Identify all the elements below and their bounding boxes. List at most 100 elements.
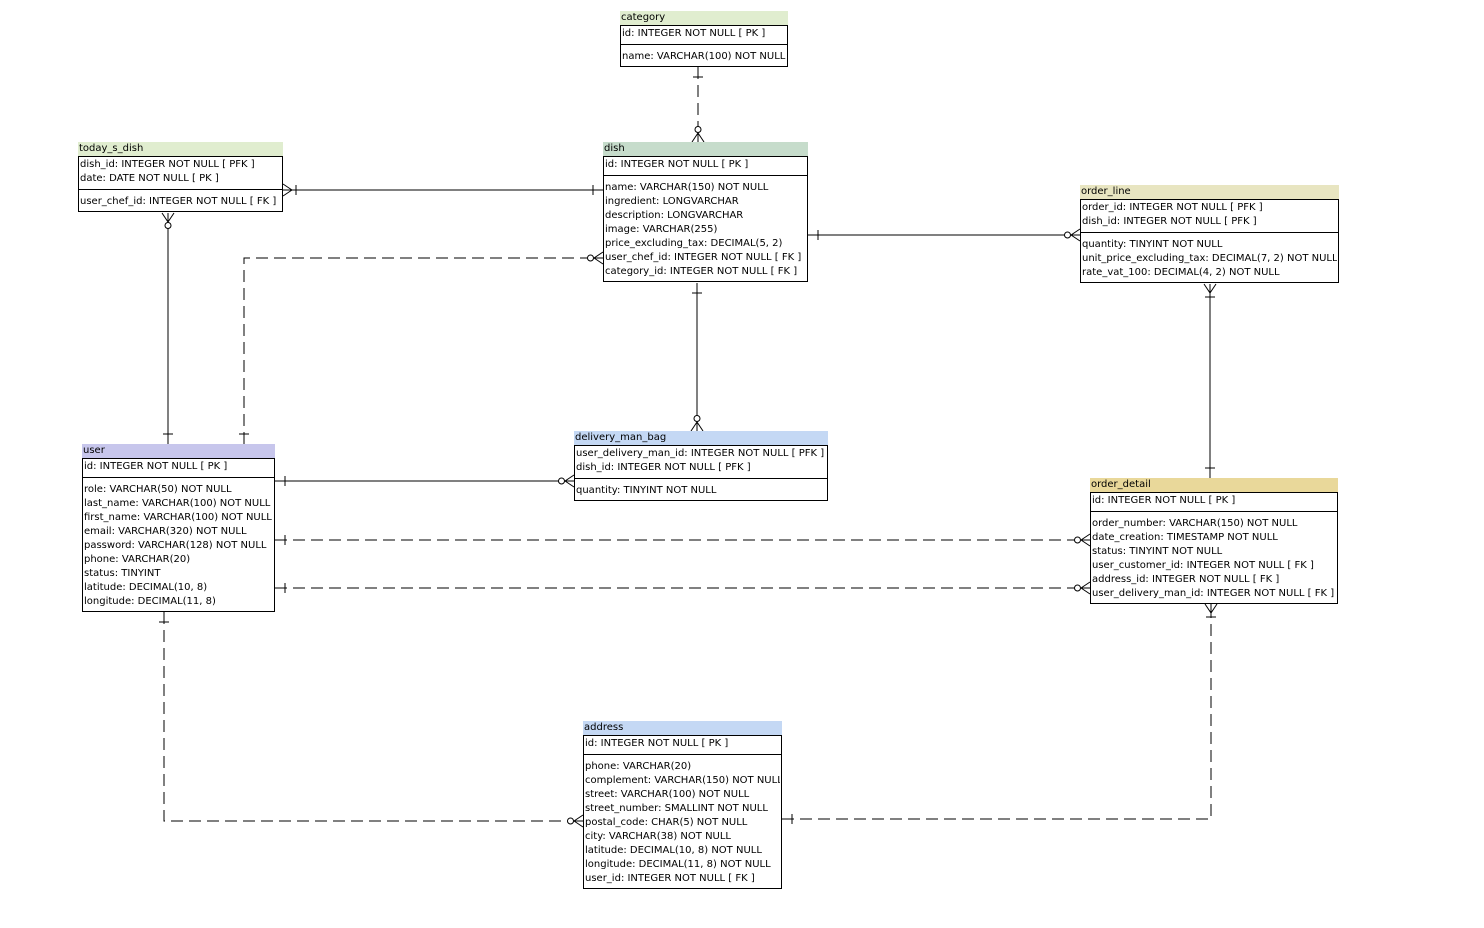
attribute-field: complement: VARCHAR(150) NOT NULL [585, 775, 780, 786]
attribute-section: name: VARCHAR(150) NOT NULL ingredient: L… [604, 175, 807, 281]
key-field: dish_id: INTEGER NOT NULL [ PFK ] [1082, 216, 1257, 227]
entity-title: dish [603, 142, 808, 156]
relationship-user-to-delivery-man-bag [275, 474, 575, 488]
relationship-user-to-today-s-dish [161, 212, 175, 444]
entity-title: user [82, 444, 275, 458]
entity-fields-box: id: INTEGER NOT NULL [ PK ] order_number:… [1090, 492, 1338, 604]
entity-title: order_line [1080, 185, 1339, 199]
attribute-field: longitude: DECIMAL(11, 8) NOT NULL [585, 859, 771, 870]
entity-fields-box: user_delivery_man_id: INTEGER NOT NULL [… [574, 445, 828, 501]
entity-title: today_s_dish [78, 142, 283, 156]
relationship-user-to-order-detail [275, 581, 1091, 595]
attribute-section: phone: VARCHAR(20) complement: VARCHAR(15… [584, 754, 781, 888]
entity-delivery-man-bag[interactable]: delivery_man_bag user_delivery_man_id: IN… [574, 431, 828, 501]
key-section: id: INTEGER NOT NULL [ PK ] [83, 459, 274, 477]
key-field: order_id: INTEGER NOT NULL [ PFK ] [1082, 202, 1263, 213]
attribute-field: ingredient: LONGVARCHAR [605, 196, 739, 207]
key-section: id: INTEGER NOT NULL [ PK ] [1091, 493, 1337, 511]
relationship-category-to-dish [691, 67, 705, 143]
attribute-field: address_id: INTEGER NOT NULL [ FK ] [1092, 574, 1280, 585]
attribute-field: last_name: VARCHAR(100) NOT NULL [84, 498, 271, 509]
entity-fields-box: order_id: INTEGER NOT NULL [ PFK ] dish_i… [1080, 199, 1339, 283]
attribute-section: name: VARCHAR(100) NOT NULL [621, 44, 787, 66]
attribute-section: user_chef_id: INTEGER NOT NULL [ FK ] [79, 189, 282, 211]
attribute-field: name: VARCHAR(100) NOT NULL [622, 51, 786, 62]
attribute-field: unit_price_excluding_tax: DECIMAL(7, 2) … [1082, 253, 1337, 264]
attribute-field: name: VARCHAR(150) NOT NULL [605, 182, 769, 193]
attribute-field: latitude: DECIMAL(10, 8) [84, 582, 208, 593]
key-field: dish_id: INTEGER NOT NULL [ PFK ] [576, 462, 751, 473]
attribute-field: user_id: INTEGER NOT NULL [ FK ] [585, 873, 755, 884]
relationship-address-to-order-detail [782, 603, 1218, 824]
attribute-field: description: LONGVARCHAR [605, 210, 744, 221]
entity-category[interactable]: category id: INTEGER NOT NULL [ PK ] name:… [620, 11, 788, 67]
attribute-field: category_id: INTEGER NOT NULL [ FK ] [605, 266, 798, 277]
attribute-field: postal_code: CHAR(5) NOT NULL [585, 817, 748, 828]
attribute-field: rate_vat_100: DECIMAL(4, 2) NOT NULL [1082, 267, 1280, 278]
entity-user[interactable]: user id: INTEGER NOT NULL [ PK ] role: VAR… [82, 444, 275, 612]
entity-title: category [620, 11, 788, 25]
entity-title: address [583, 721, 782, 735]
relationship-dish-to-delivery-man-bag [690, 283, 704, 432]
attribute-field: status: TINYINT NOT NULL [1092, 546, 1223, 557]
entity-fields-box: id: INTEGER NOT NULL [ PK ] name: VARCHAR… [620, 25, 788, 67]
attribute-field: price_excluding_tax: DECIMAL(5, 2) [605, 238, 783, 249]
attribute-field: password: VARCHAR(128) NOT NULL [84, 540, 267, 551]
attribute-field: street_number: SMALLINT NOT NULL [585, 803, 768, 814]
attribute-section: quantity: TINYINT NOT NULL unit_price_exc… [1081, 232, 1338, 282]
attribute-field: date_creation: TIMESTAMP NOT NULL [1092, 532, 1278, 543]
entity-fields-box: dish_id: INTEGER NOT NULL [ PFK ] date: D… [78, 156, 283, 212]
attribute-field: user_chef_id: INTEGER NOT NULL [ FK ] [80, 196, 277, 207]
key-section: user_delivery_man_id: INTEGER NOT NULL [… [575, 446, 827, 478]
attribute-field: user_customer_id: INTEGER NOT NULL [ FK … [1092, 560, 1314, 571]
attribute-field: user_chef_id: INTEGER NOT NULL [ FK ] [605, 252, 802, 263]
attribute-field: email: VARCHAR(320) NOT NULL [84, 526, 247, 537]
relationship-dish-to-order-line [808, 228, 1081, 242]
relationship-order-detail-to-order-line [1203, 283, 1217, 478]
entity-address[interactable]: address id: INTEGER NOT NULL [ PK ] phone:… [583, 721, 782, 889]
key-section: id: INTEGER NOT NULL [ PK ] [584, 736, 781, 754]
entity-title: order_detail [1090, 478, 1338, 492]
attribute-field: phone: VARCHAR(20) [585, 761, 692, 772]
key-field: user_delivery_man_id: INTEGER NOT NULL [… [576, 448, 825, 459]
attribute-section: quantity: TINYINT NOT NULL [575, 478, 827, 500]
entity-title: delivery_man_bag [574, 431, 828, 445]
key-section: dish_id: INTEGER NOT NULL [ PFK ] date: D… [79, 157, 282, 189]
relationship-dish-to-today-s-dish [282, 183, 603, 197]
entity-fields-box: id: INTEGER NOT NULL [ PK ] role: VARCHAR… [82, 458, 275, 612]
attribute-field: role: VARCHAR(50) NOT NULL [84, 484, 232, 495]
relationship-user-to-dish [239, 251, 604, 444]
attribute-field: image: VARCHAR(255) [605, 224, 718, 235]
key-section: id: INTEGER NOT NULL [ PK ] [621, 26, 787, 44]
attribute-section: role: VARCHAR(50) NOT NULL last_name: VAR… [83, 477, 274, 611]
key-field: id: INTEGER NOT NULL [ PK ] [1092, 495, 1236, 506]
attribute-field: quantity: TINYINT NOT NULL [1082, 239, 1223, 250]
entity-fields-box: id: INTEGER NOT NULL [ PK ] phone: VARCHA… [583, 735, 782, 889]
attribute-field: quantity: TINYINT NOT NULL [576, 485, 717, 496]
key-field: dish_id: INTEGER NOT NULL [ PFK ] [80, 159, 255, 170]
attribute-field: city: VARCHAR(38) NOT NULL [585, 831, 732, 842]
entity-dish[interactable]: dish id: INTEGER NOT NULL [ PK ] name: VAR… [603, 142, 808, 282]
entity-fields-box: id: INTEGER NOT NULL [ PK ] name: VARCHAR… [603, 156, 808, 282]
attribute-field: phone: VARCHAR(20) [84, 554, 191, 565]
attribute-field: street: VARCHAR(100) NOT NULL [585, 789, 750, 800]
key-section: id: INTEGER NOT NULL [ PK ] [604, 157, 807, 175]
attribute-field: user_delivery_man_id: INTEGER NOT NULL [… [1092, 588, 1335, 599]
attribute-field: status: TINYINT [84, 568, 161, 579]
key-field: id: INTEGER NOT NULL [ PK ] [605, 159, 749, 170]
attribute-section: order_number: VARCHAR(150) NOT NULL date_… [1091, 511, 1337, 603]
attribute-field: first_name: VARCHAR(100) NOT NULL [84, 512, 272, 523]
attribute-field: longitude: DECIMAL(11, 8) [84, 596, 216, 607]
key-section: order_id: INTEGER NOT NULL [ PFK ] dish_i… [1081, 200, 1338, 232]
key-field: date: DATE NOT NULL [ PK ] [80, 173, 219, 184]
key-field: id: INTEGER NOT NULL [ PK ] [84, 461, 228, 472]
key-field: id: INTEGER NOT NULL [ PK ] [585, 738, 729, 749]
attribute-field: order_number: VARCHAR(150) NOT NULL [1092, 518, 1298, 529]
relationship-user-to-address [159, 612, 584, 828]
entity-order-detail[interactable]: order_detail id: INTEGER NOT NULL [ PK ] o… [1090, 478, 1338, 604]
key-field: id: INTEGER NOT NULL [ PK ] [622, 28, 766, 39]
relationship-user-to-order-detail [275, 533, 1091, 547]
